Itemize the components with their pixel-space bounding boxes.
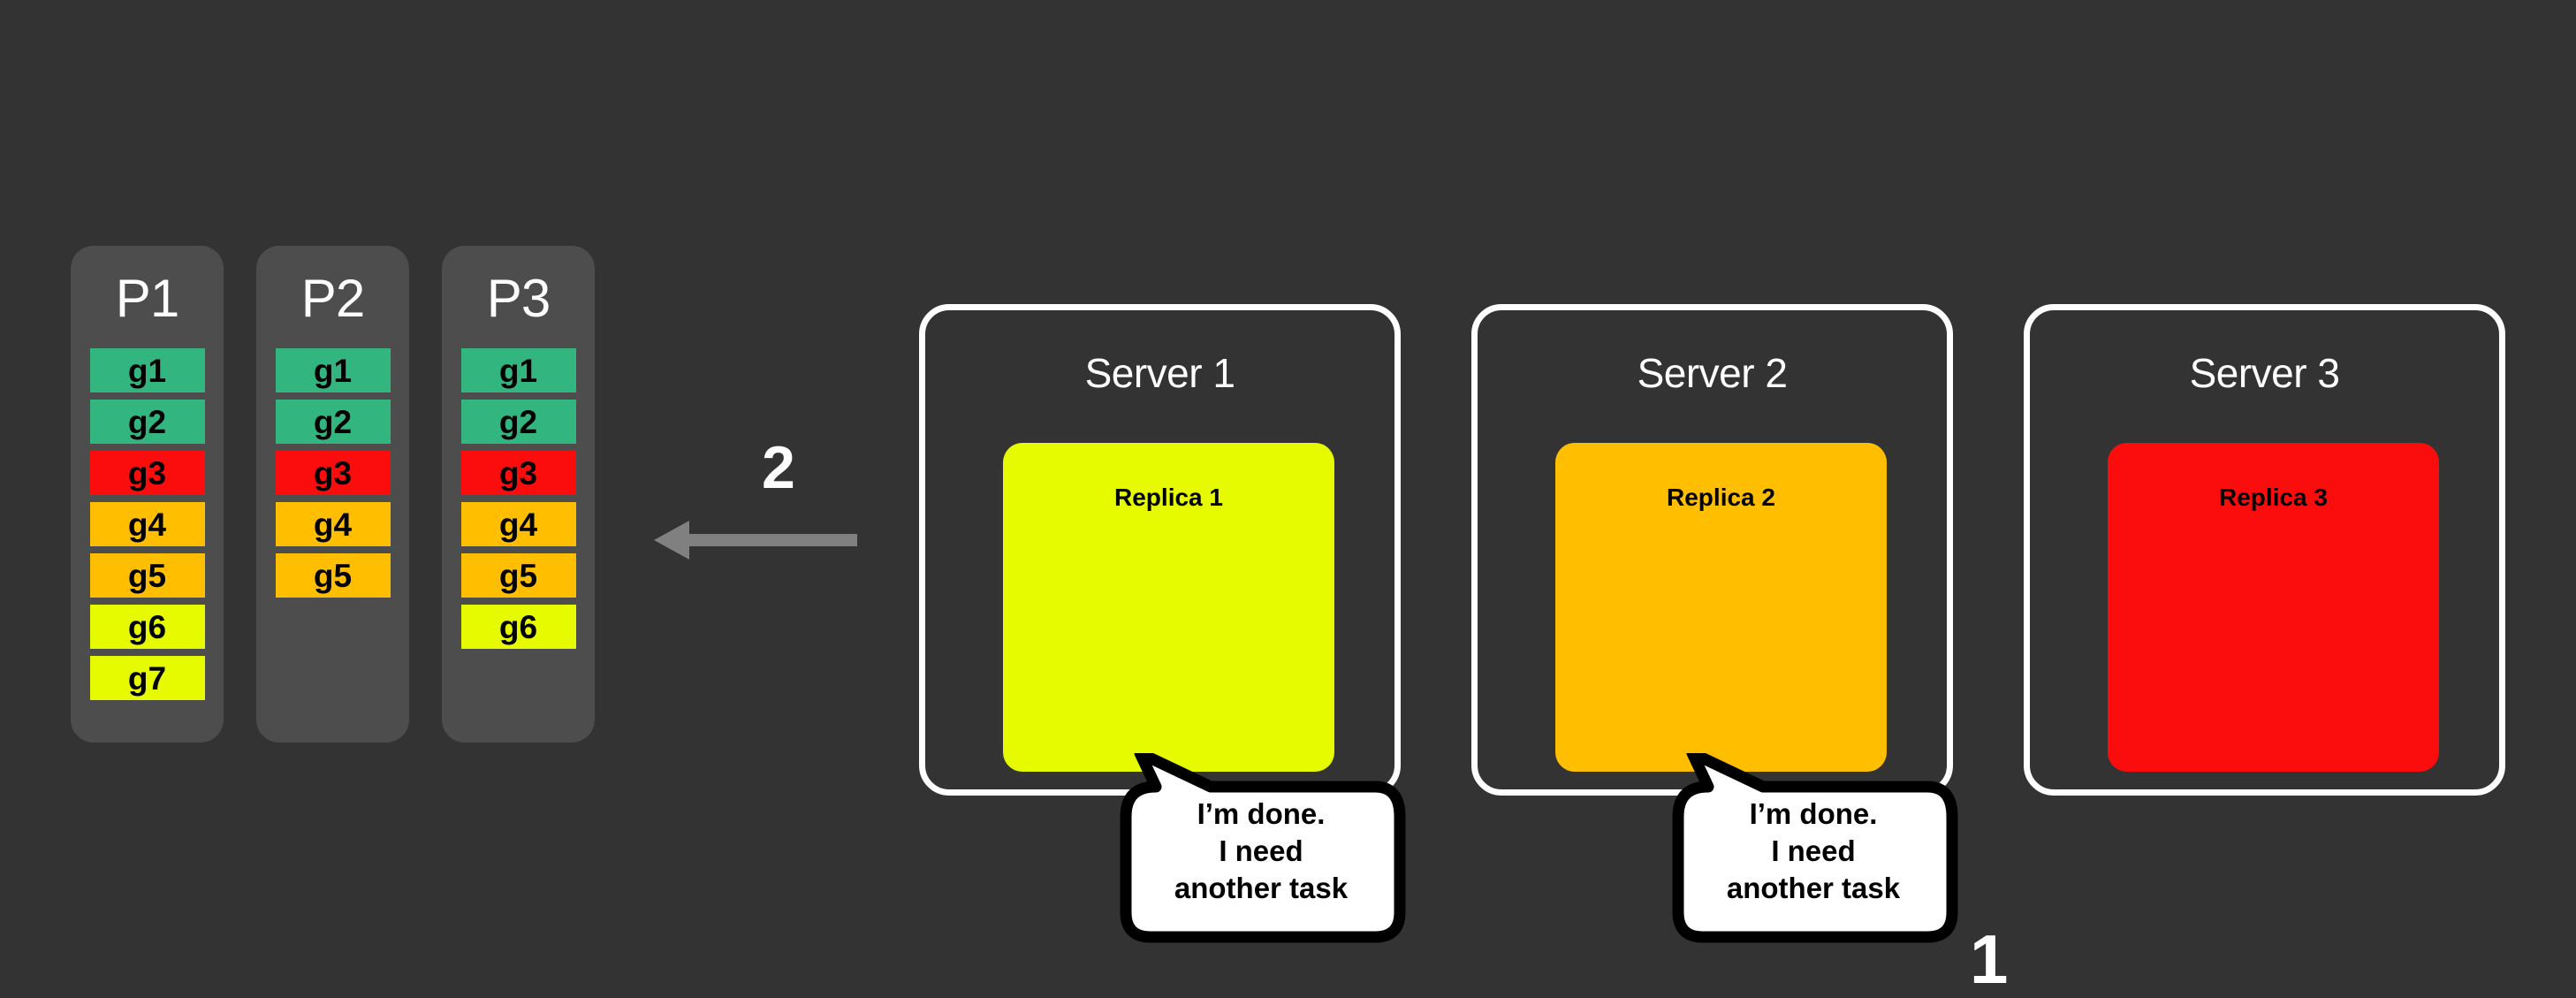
partition-column-group: P1 g1 g2 g3 g4 g5 g6 g7 P2 g1 g2 g3 g4 g…	[71, 246, 595, 743]
speech-bubble-shape	[1120, 753, 1406, 943]
group-block: g2	[460, 400, 576, 444]
group-block-list: g1 g2 g3 g4 g5	[256, 348, 409, 598]
speech-bubble-text: I’m done. I need another task	[1174, 797, 1349, 905]
partition-title: P1	[115, 269, 179, 328]
server-3-box: Server 3 Replica 3	[2024, 304, 2505, 796]
group-block: g2	[89, 400, 205, 444]
group-block: g7	[89, 656, 205, 700]
replica-1-box: Replica 1	[1003, 443, 1334, 772]
server-2-box: Server 2 Replica 2	[1471, 304, 1953, 796]
group-block: g4	[89, 502, 205, 546]
partition-title: P3	[486, 269, 551, 328]
server-group: Server 1 Replica 1 Server 2 Replica 2 Se…	[919, 304, 2505, 796]
group-block: g3	[275, 451, 391, 495]
replica-label: Replica 3	[2219, 484, 2328, 511]
server-title: Server 2	[1637, 350, 1788, 396]
partition-p1: P1 g1 g2 g3 g4 g5 g6 g7	[71, 246, 224, 743]
group-block: g2	[275, 400, 391, 444]
group-block: g1	[275, 348, 391, 392]
replica-3-box: Replica 3	[2108, 443, 2439, 772]
step-number-label: 2	[762, 434, 795, 501]
group-block: g5	[89, 553, 205, 598]
replica-2-box: Replica 2	[1555, 443, 1887, 772]
speech-bubble-text: I’m done. I need another task	[1726, 797, 1901, 905]
partition-p3: P3 g1 g2 g3 g4 g5 g6	[442, 246, 595, 743]
group-block: g3	[460, 451, 576, 495]
server-title: Server 3	[2189, 350, 2340, 396]
group-block: g5	[460, 553, 576, 598]
group-block-list: g1 g2 g3 g4 g5 g6 g7	[71, 348, 224, 700]
speech-bubble-shape	[1672, 753, 1958, 943]
partition-title: P2	[300, 269, 365, 328]
speech-bubble-server-2: I’m done. I need another task	[1668, 753, 1959, 943]
replica-label: Replica 2	[1667, 484, 1775, 511]
group-block: g1	[460, 348, 576, 392]
group-block: g5	[275, 553, 391, 598]
left-arrow-icon	[654, 521, 857, 560]
server-1-box: Server 1 Replica 1	[919, 304, 1401, 796]
group-block-list: g1 g2 g3 g4 g5 g6	[442, 348, 595, 649]
partition-p2: P2 g1 g2 g3 g4 g5	[256, 246, 409, 743]
group-block: g6	[89, 605, 205, 649]
step-2-arrow-group: 2	[654, 438, 937, 597]
group-block: g4	[460, 502, 576, 546]
group-block: g3	[89, 451, 205, 495]
group-block: g4	[275, 502, 391, 546]
server-title: Server 1	[1084, 350, 1235, 396]
group-block: g1	[89, 348, 205, 392]
step-number-label-1: 1	[1970, 920, 2009, 998]
group-block: g6	[460, 605, 576, 649]
speech-bubble-server-1: I’m done. I need another task	[1115, 753, 1407, 943]
replica-label: Replica 1	[1114, 484, 1223, 511]
